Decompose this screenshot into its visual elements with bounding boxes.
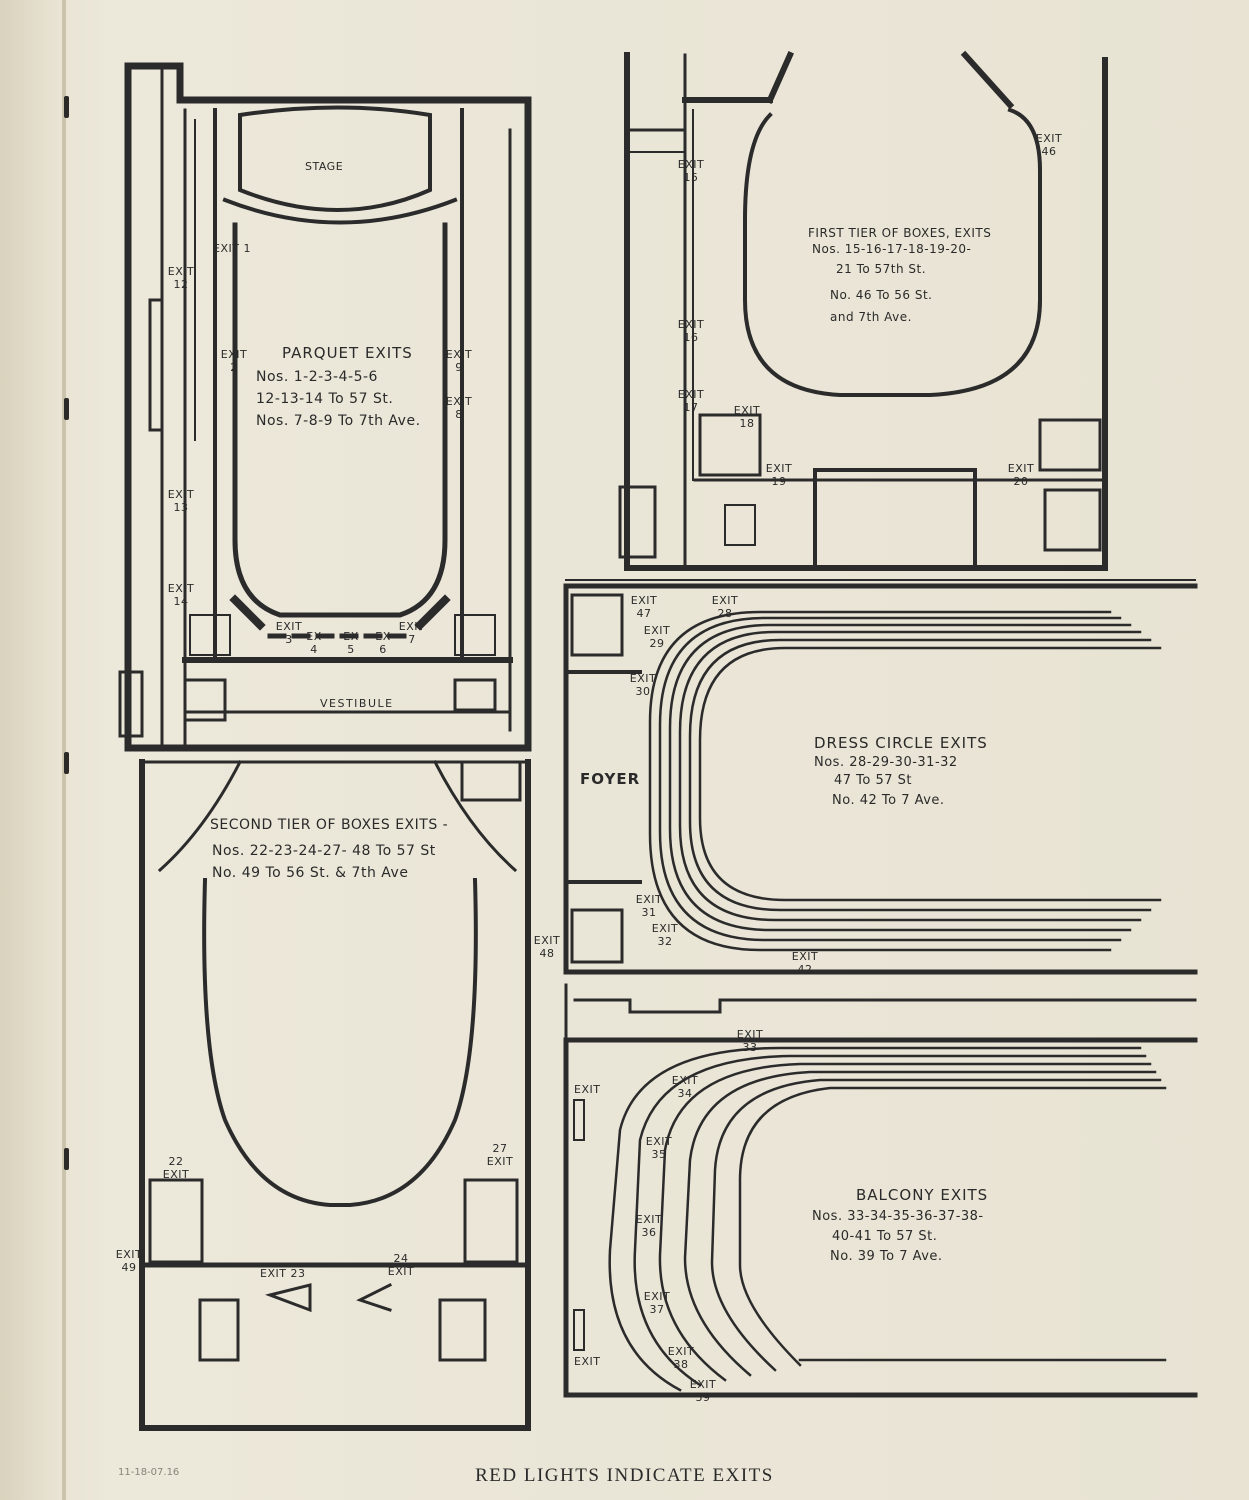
exit-label: EXIT 37	[643, 1290, 671, 1316]
exit-label: EXIT 42	[791, 950, 819, 976]
second-tier-exits-line: No. 49 To 56 St. & 7th Ave	[212, 865, 409, 881]
balcony-exits-line: Nos. 33-34-35-36-37-38-	[812, 1209, 984, 1224]
balcony-plan	[563, 983, 1198, 1398]
exit-label: EX 4	[306, 630, 322, 656]
exit-label: EXIT	[574, 1355, 601, 1368]
vestibule-label: VESTIBULE	[320, 697, 394, 710]
exit-label: EXIT	[574, 1083, 601, 1096]
exit-label: EXIT 17	[677, 388, 705, 414]
second-tier-plan	[139, 759, 531, 1431]
exit-label: EXIT 30	[629, 672, 657, 698]
exit-label: EXIT 15	[677, 158, 705, 184]
exit-label: EXIT 32	[651, 922, 679, 948]
balcony-exits-line: No. 39 To 7 Ave.	[830, 1249, 943, 1264]
exit-label: EXIT 2	[220, 348, 248, 374]
exit-label: EXIT 3	[275, 620, 303, 646]
binding-hole	[64, 96, 69, 118]
exit-label: EXIT 48	[533, 934, 561, 960]
exit-label: EXIT 38	[667, 1345, 695, 1371]
dress-circle-plan	[563, 579, 1198, 975]
first-tier-plan	[618, 50, 1108, 571]
pencil-note: 11-18-07.16	[118, 1467, 180, 1478]
dress-circle-exits-title: DRESS CIRCLE EXITS	[814, 734, 988, 752]
exit-label: 27 EXIT	[486, 1142, 514, 1168]
first-tier-exits-line: Nos. 15-16-17-18-19-20-	[812, 242, 972, 256]
first-tier-exits-line: No. 46 To 56 St.	[830, 288, 933, 302]
dress-circle-exits-line: 47 To 57 St	[834, 773, 913, 788]
stage-label: STAGE	[305, 160, 344, 173]
exit-label: EXIT 33	[736, 1028, 764, 1054]
binding-hole	[64, 398, 69, 420]
exit-label: EXIT 23	[260, 1267, 306, 1280]
exit-label: EXIT 28	[711, 594, 739, 620]
exit-label: EXIT 8	[445, 395, 473, 421]
parquet-exits-title: PARQUET EXITS	[282, 344, 413, 362]
binding-hole	[64, 752, 69, 774]
parquet-exits-line: Nos. 1-2-3-4-5-6	[256, 369, 378, 385]
exit-label: EX 5	[343, 630, 359, 656]
second-tier-exits-line: Nos. 22-23-24-27- 48 To 57 St	[212, 843, 436, 859]
exit-label: EXIT 31	[635, 893, 663, 919]
exit-label: EXIT 36	[635, 1213, 663, 1239]
exit-label: EXIT 47	[630, 594, 658, 620]
second-tier-exits-title: SECOND TIER OF BOXES EXITS -	[210, 817, 449, 833]
exit-label: EXIT 16	[677, 318, 705, 344]
dress-circle-exits-line: Nos. 28-29-30-31-32	[814, 755, 958, 770]
exit-label: EXIT 19	[765, 462, 793, 488]
exit-label: 22 EXIT	[162, 1155, 190, 1181]
exit-label: EXIT 29	[643, 624, 671, 650]
exit-label: EXIT 46	[1035, 132, 1063, 158]
balcony-exits-title: BALCONY EXITS	[856, 1186, 989, 1204]
exit-label: EXIT 49	[115, 1248, 143, 1274]
foyer-label: FOYER	[580, 770, 641, 788]
exit-label: EXIT 13	[167, 488, 195, 514]
exit-label: EXIT 34	[671, 1074, 699, 1100]
parquet-exits-line: Nos. 7-8-9 To 7th Ave.	[256, 413, 421, 429]
first-tier-exits-title: FIRST TIER OF BOXES, EXITS	[808, 226, 992, 240]
exit-label: EXIT 35	[645, 1135, 673, 1161]
exit-label: EXIT 20	[1007, 462, 1035, 488]
exit-label: EXIT 9	[445, 348, 473, 374]
page-spine	[62, 0, 66, 1500]
balcony-exits-line: 40-41 To 57 St.	[832, 1229, 938, 1244]
exit-label: EXIT 7	[398, 620, 426, 646]
exit-label: 24 EXIT	[387, 1252, 415, 1278]
parquet-plan	[118, 62, 532, 752]
binding-hole	[64, 1148, 69, 1170]
exit-label: EXIT 39	[689, 1378, 717, 1404]
exit-label: EXIT 1	[213, 242, 251, 255]
dress-circle-exits-line: No. 42 To 7 Ave.	[832, 793, 945, 808]
exit-label: EX 6	[375, 630, 391, 656]
first-tier-exits-line: 21 To 57th St.	[836, 262, 927, 276]
footer-caption: RED LIGHTS INDICATE EXITS	[475, 1465, 774, 1486]
parquet-exits-line: 12-13-14 To 57 St.	[256, 391, 394, 407]
exit-label: EXIT 12	[167, 265, 195, 291]
exit-label: EXIT 18	[733, 404, 761, 430]
first-tier-exits-line: and 7th Ave.	[830, 310, 912, 324]
exit-label: EXIT 14	[167, 582, 195, 608]
